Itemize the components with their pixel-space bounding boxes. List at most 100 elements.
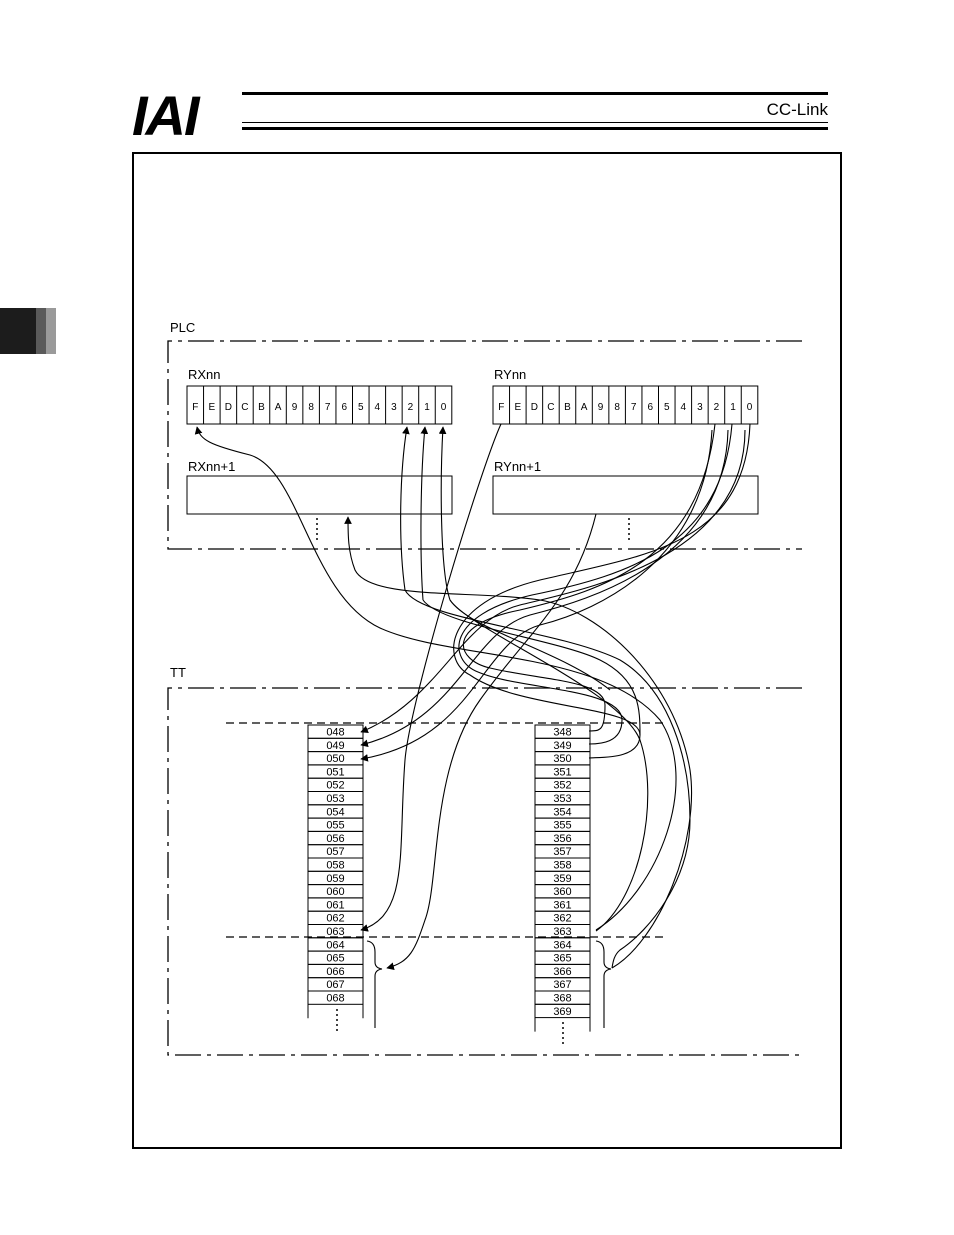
- right-address: 356: [553, 833, 571, 845]
- left-address: 058: [326, 860, 344, 872]
- left-address: 067: [326, 979, 344, 991]
- left-address: 061: [326, 899, 344, 911]
- left-address: 060: [326, 886, 344, 898]
- right-address: 362: [553, 913, 571, 925]
- link-rx0-from-363: [441, 427, 648, 931]
- left-address: 064: [326, 939, 344, 951]
- right-address: 369: [553, 1006, 571, 1018]
- ry-bit-E: E: [514, 402, 521, 413]
- ry-bit-4: 4: [681, 402, 687, 413]
- link-rx0-path: [450, 600, 610, 690]
- right-address: 352: [553, 780, 571, 792]
- right-address: 358: [553, 860, 571, 872]
- rx-bit-B: B: [258, 402, 265, 413]
- link-ryF-063: [361, 424, 501, 930]
- rx-bit-4: 4: [375, 402, 381, 413]
- right-address: 365: [553, 953, 571, 965]
- ry-bit-0: 0: [747, 402, 753, 413]
- link-364-rxnext: [348, 517, 692, 968]
- ry-bit-C: C: [547, 402, 554, 413]
- left-address: 052: [326, 780, 344, 792]
- ry-bit-8: 8: [614, 402, 620, 413]
- right-address: 357: [553, 846, 571, 858]
- right-address: 355: [553, 820, 571, 832]
- left-address: 056: [326, 833, 344, 845]
- rx-bit-F: F: [192, 402, 198, 413]
- rx-bit-8: 8: [308, 402, 314, 413]
- right-brace: [596, 941, 611, 1028]
- right-address: 354: [553, 806, 571, 818]
- ry-label: RYnn: [494, 367, 526, 382]
- ry-bit-5: 5: [664, 402, 670, 413]
- link-363-rxF: [197, 427, 676, 930]
- input-address-table: 0480490500510520530540550560570580590600…: [308, 725, 363, 1018]
- right-address: 350: [553, 753, 571, 765]
- right-address: 359: [553, 873, 571, 885]
- left-address: 065: [326, 953, 344, 965]
- link-to-048: [361, 430, 745, 732]
- right-address: 364: [553, 939, 571, 951]
- left-address: 063: [326, 926, 344, 938]
- ry-bit-3: 3: [697, 402, 703, 413]
- rx-bit-C: C: [241, 402, 248, 413]
- left-address: 051: [326, 766, 344, 778]
- left-address: 057: [326, 846, 344, 858]
- left-address: 048: [326, 727, 344, 739]
- rx-bit-3: 3: [391, 402, 397, 413]
- right-address: 366: [553, 966, 571, 978]
- left-address: 053: [326, 793, 344, 805]
- right-address: 368: [553, 993, 571, 1005]
- plc-boundary: [168, 341, 802, 549]
- left-address: 054: [326, 806, 344, 818]
- rx-label: RXnn: [188, 367, 221, 382]
- rx-bit-9: 9: [292, 402, 298, 413]
- link-rx1-path: [423, 600, 640, 735]
- ry-bit-7: 7: [631, 402, 637, 413]
- right-address: 363: [553, 926, 571, 938]
- ry-bit-9: 9: [598, 402, 604, 413]
- link-rx2-arrow: [401, 427, 407, 590]
- rx-next-box: [187, 476, 452, 514]
- rx-bit-0: 0: [441, 402, 447, 413]
- rx-bit-6: 6: [341, 402, 347, 413]
- left-address: 062: [326, 913, 344, 925]
- rx-bit-1: 1: [424, 402, 430, 413]
- rx-next-label: RXnn+1: [188, 459, 235, 474]
- ry-bit-1: 1: [730, 402, 736, 413]
- ry-bit-6: 6: [647, 402, 653, 413]
- ry-bit-B: B: [564, 402, 571, 413]
- right-address: 351: [553, 766, 571, 778]
- right-address: 353: [553, 793, 571, 805]
- tt-label: TT: [170, 665, 186, 680]
- tt-boundary: [168, 688, 802, 1055]
- ry-bit-F: F: [498, 402, 504, 413]
- output-address-table: 3483493503513523533543553563573583593603…: [535, 725, 590, 1032]
- right-address: 348: [553, 727, 571, 739]
- left-address: 050: [326, 753, 344, 765]
- rx-bit-D: D: [225, 402, 232, 413]
- rx-bit-2: 2: [408, 402, 414, 413]
- ry-bit-2: 2: [714, 402, 720, 413]
- rx-bit-E: E: [208, 402, 215, 413]
- right-address: 360: [553, 886, 571, 898]
- right-address: 349: [553, 740, 571, 752]
- link-to-049: [361, 430, 728, 745]
- rx-bit-A: A: [275, 402, 282, 413]
- rx-bit-7: 7: [325, 402, 331, 413]
- left-address: 066: [326, 966, 344, 978]
- right-address: 367: [553, 979, 571, 991]
- left-brace: [367, 941, 382, 1028]
- ry-bit-D: D: [531, 402, 538, 413]
- left-address: 059: [326, 873, 344, 885]
- ry-bit-A: A: [581, 402, 588, 413]
- right-address: 361: [553, 899, 571, 911]
- rx-bit-5: 5: [358, 402, 364, 413]
- ry-next-label: RYnn+1: [494, 459, 541, 474]
- left-address: 049: [326, 740, 344, 752]
- plc-label: PLC: [170, 320, 195, 335]
- left-address: 068: [326, 993, 344, 1005]
- left-address: 055: [326, 820, 344, 832]
